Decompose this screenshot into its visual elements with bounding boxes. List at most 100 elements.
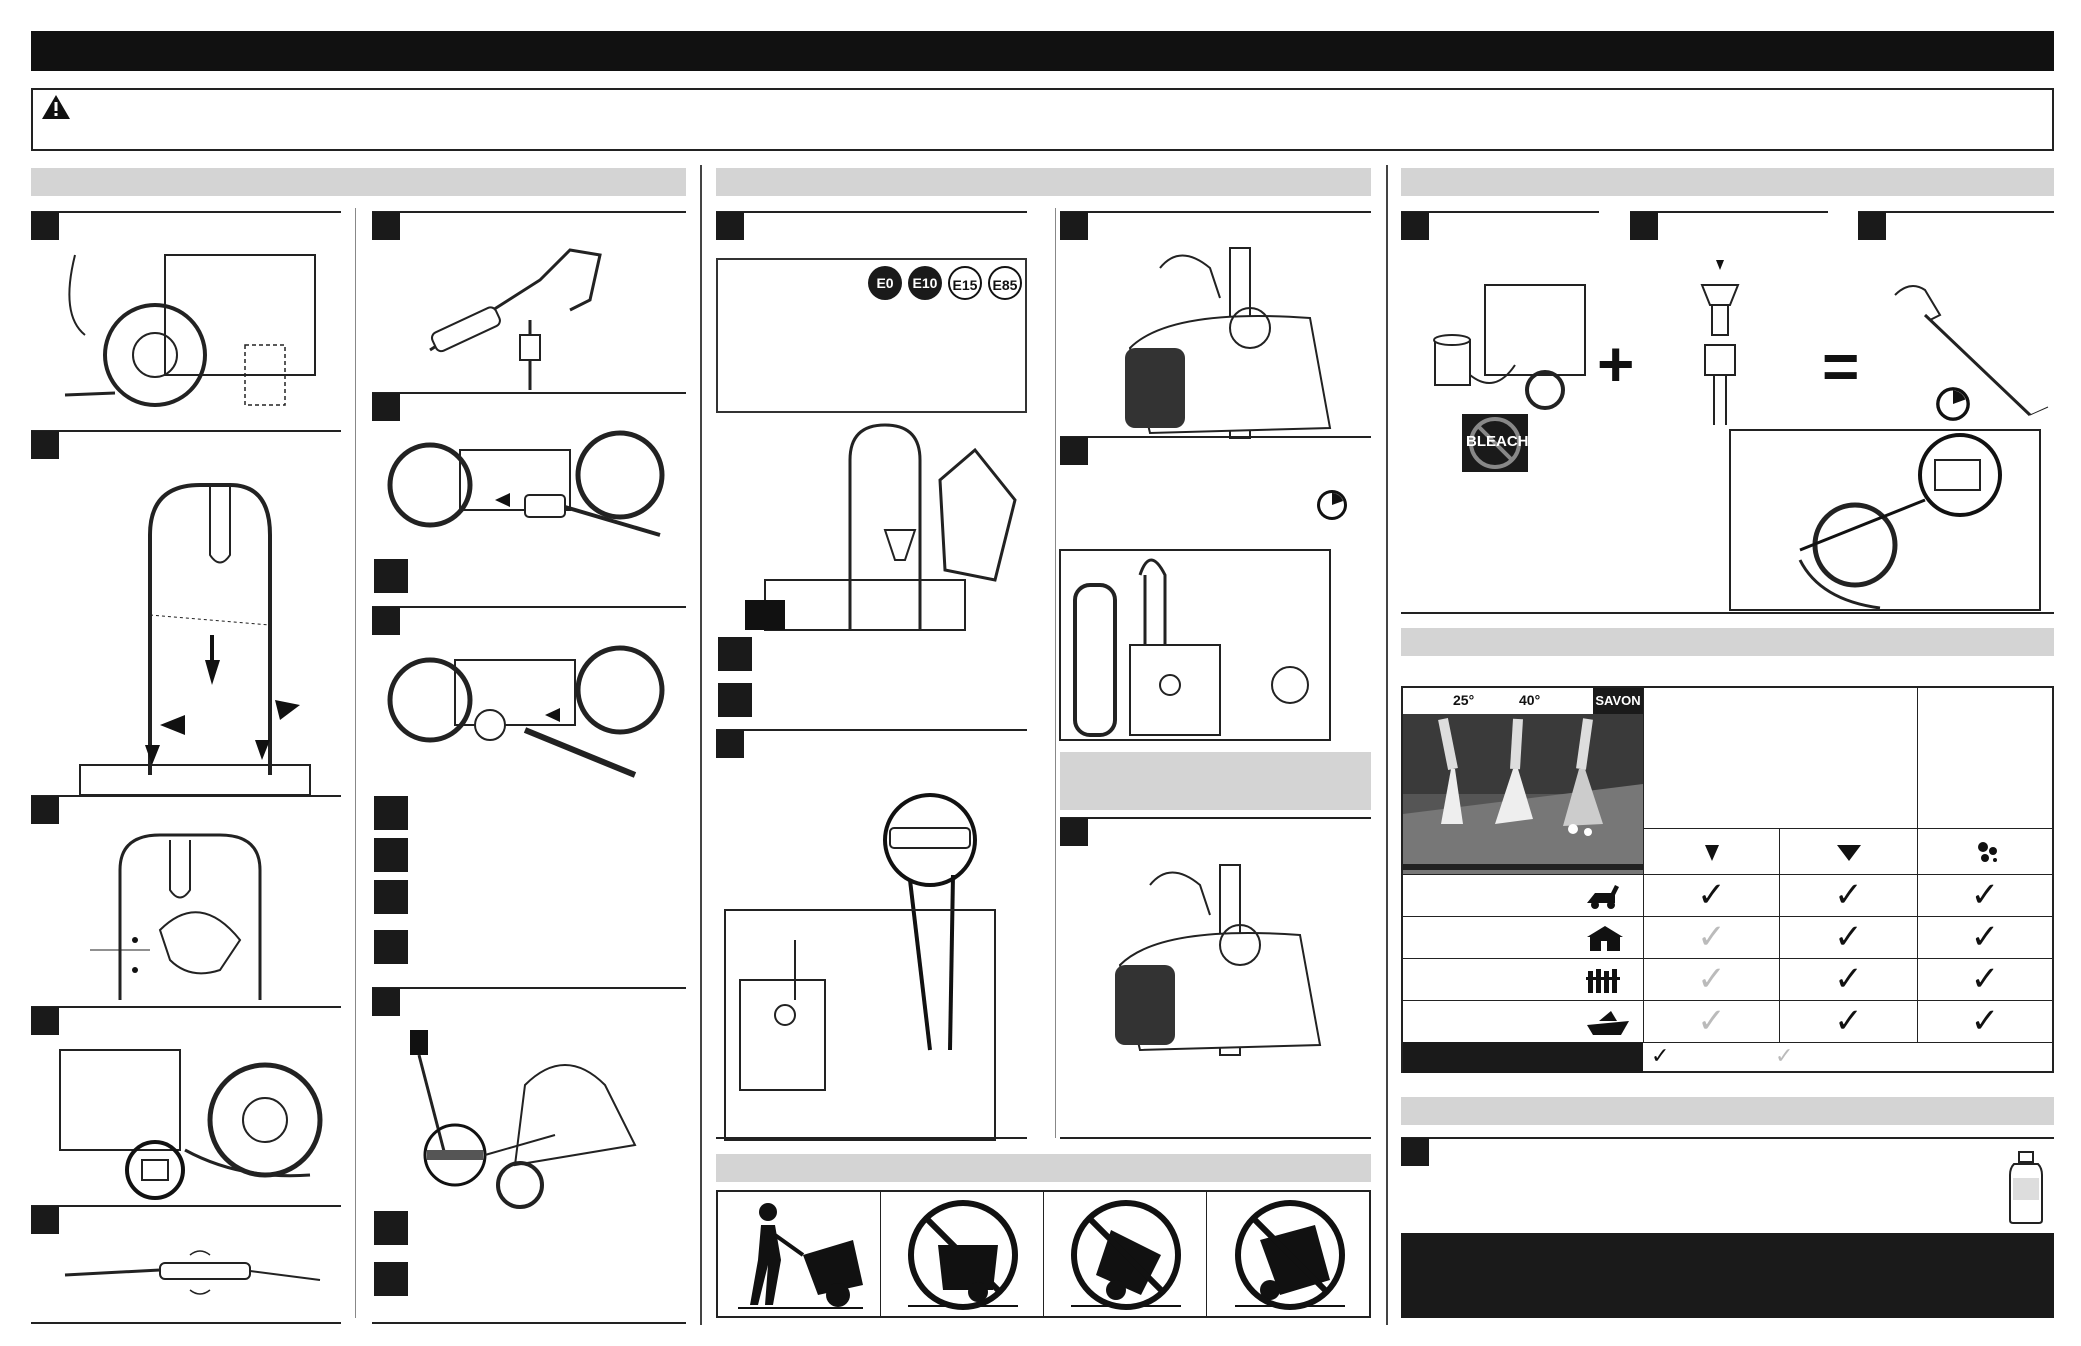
check-mark-dark: ✓ xyxy=(1834,876,1863,914)
check-mark-dark: ✓ xyxy=(1970,1002,2000,1040)
garden-hose-connect-illustration xyxy=(387,430,665,537)
pump-saver-bottle-illustration xyxy=(2009,1151,2043,1224)
nozzle-chart: 25° 40° SAVON ✓✓✓✓✓✓✓✓✓✓✓✓ ✓ ✓ xyxy=(1401,686,2054,1073)
chart-row-label xyxy=(1403,916,1643,958)
fuel-badge-e0: E0 xyxy=(868,266,902,300)
note-box xyxy=(1060,752,1371,810)
legend-label-bar xyxy=(1403,1042,1643,1073)
pull-start-illustration xyxy=(1059,549,1331,741)
step-rule xyxy=(372,987,686,989)
faucet-icon xyxy=(374,838,408,872)
step-rule xyxy=(372,211,686,213)
chart-cell: ✓ xyxy=(1779,916,1917,958)
step-number xyxy=(716,212,744,240)
handle-install-illustration xyxy=(79,483,311,796)
chart-cell: ✓ xyxy=(1779,958,1917,1000)
step-number xyxy=(1401,1138,1429,1166)
no-hot-water-icon xyxy=(374,796,408,830)
step-rule xyxy=(1060,817,1371,819)
no-drag-transport-illustration xyxy=(1235,1200,1345,1310)
dipstick-icon xyxy=(374,1262,408,1296)
detergent-tank-illustration xyxy=(1433,284,1586,410)
column-bottom-rule xyxy=(1060,1137,1371,1139)
step-rule xyxy=(716,211,1027,213)
legend-check-dark: ✓ xyxy=(1651,1043,1670,1068)
gun-connect-illustration xyxy=(429,248,602,390)
notice-panel xyxy=(1401,1233,2054,1318)
chart-cell: ✓ xyxy=(1917,874,2052,916)
angle-25-label: 25° xyxy=(1453,692,1475,708)
chart-cell: ✓ xyxy=(1779,1000,1917,1042)
engine-stop-illustration xyxy=(1115,864,1322,1056)
detergent-hose-connect-illustration xyxy=(1729,429,2041,611)
wheel-install-illustration xyxy=(64,254,316,407)
check-mark-light: ✓ xyxy=(1697,960,1726,998)
fuel-can-icon xyxy=(718,683,752,717)
column-divider xyxy=(1386,165,1388,1325)
spray-gun-illustration xyxy=(1894,285,2049,417)
vehicle-icon xyxy=(1587,885,1619,909)
nozzle-spray-image: 25° 40° SAVON xyxy=(1403,688,1643,874)
chart-cell: ✓ xyxy=(1643,958,1779,1000)
chart-cell: ✓ xyxy=(1643,916,1779,958)
plus-sign: + xyxy=(1597,328,1635,400)
chart-cell: ✓ xyxy=(1643,1000,1779,1042)
chart-cell: ✓ xyxy=(1917,958,2052,1000)
wide-spray-icon xyxy=(1837,845,1861,861)
step-rule xyxy=(372,392,686,394)
fuel-info-box: E0 E10 E15 E85 xyxy=(716,258,1027,413)
hose-hook-illustration xyxy=(90,833,262,1000)
step-number xyxy=(372,393,400,421)
fence-icon xyxy=(1586,969,1620,993)
water-supply-connect-illustration xyxy=(387,645,665,778)
chart-row-label xyxy=(1403,874,1643,916)
chart-cell: ✓ xyxy=(1917,916,2052,958)
bleach-label: BLEACH xyxy=(1466,433,1529,450)
chart-cell: ✓ xyxy=(1917,1000,2052,1042)
step-number xyxy=(1060,212,1088,240)
clock-icon xyxy=(1317,490,1347,520)
fuel-level-icon xyxy=(374,1211,408,1245)
step-rule xyxy=(1858,211,2054,213)
check-mark-dark: ✓ xyxy=(1697,876,1726,914)
step-rule xyxy=(31,795,341,797)
section-rule xyxy=(1401,612,2054,614)
step-rule xyxy=(1060,211,1371,213)
check-mark-dark: ✓ xyxy=(1970,876,2000,914)
no-bleach-icon: BLEACH xyxy=(1462,414,1529,472)
step-number xyxy=(372,607,400,635)
page-header-bar xyxy=(31,31,2054,71)
section-bar-transport xyxy=(716,1154,1371,1182)
no-lift-transport-illustration xyxy=(908,1200,1018,1310)
step-number xyxy=(31,1007,59,1035)
equals-sign: = xyxy=(1822,330,1860,402)
no-recycled-water-icon xyxy=(374,880,408,914)
transport-diagram-box xyxy=(716,1190,1371,1318)
fuel-badge-e15: E15 xyxy=(948,266,982,300)
step-number xyxy=(31,796,59,824)
step-number xyxy=(31,1206,59,1234)
choke-start-illustration xyxy=(1125,247,1332,439)
step-number xyxy=(372,988,400,1016)
step-number xyxy=(1060,818,1088,846)
step-rule xyxy=(372,606,686,608)
fuel-fill-illustration xyxy=(745,423,1017,631)
correct-transport-illustration xyxy=(738,1203,863,1309)
column-bottom-rule xyxy=(716,1137,1027,1139)
step-number xyxy=(1858,212,1886,240)
step-number xyxy=(372,212,400,240)
section-bar-fuel-oil xyxy=(716,168,1371,196)
check-mark-light: ✓ xyxy=(1697,918,1726,956)
warning-triangle-icon xyxy=(42,95,70,119)
column-bottom-rule xyxy=(372,1322,686,1324)
hose-connect-pump-illustration xyxy=(59,1049,323,1200)
step-rule xyxy=(716,729,1027,731)
nozzle-header-soap xyxy=(1917,828,2052,874)
house-icon xyxy=(1587,926,1623,951)
legend-check-light: ✓ xyxy=(1775,1043,1794,1068)
spray-patterns-illustration xyxy=(1403,718,1643,874)
wand-connect-illustration xyxy=(64,1250,321,1295)
column-divider xyxy=(700,165,702,1325)
step-number xyxy=(716,730,744,758)
step-rule xyxy=(1060,436,1371,438)
